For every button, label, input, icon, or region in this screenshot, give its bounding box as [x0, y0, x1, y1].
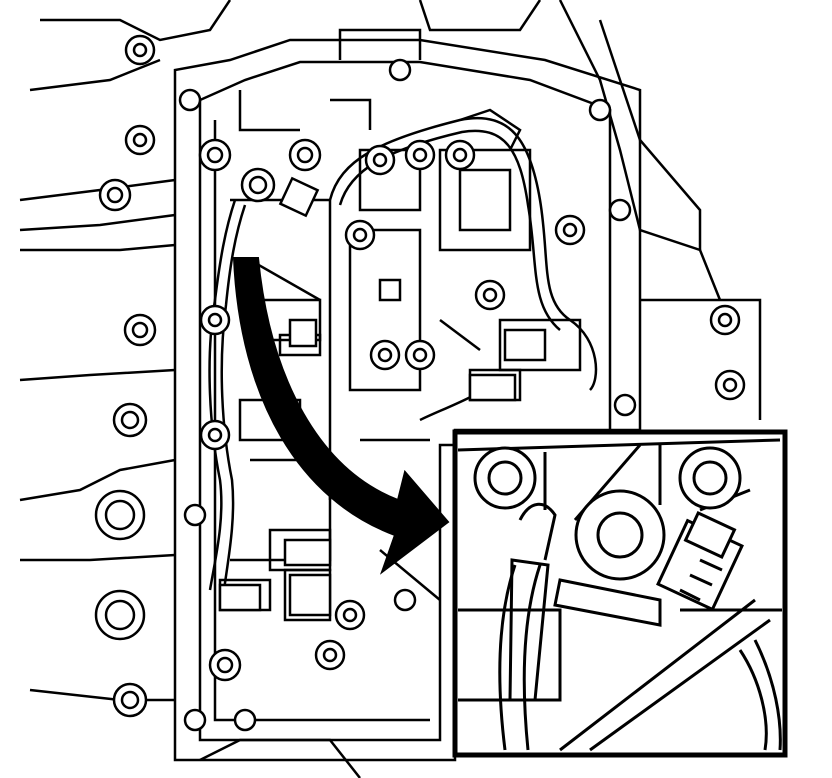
plate-connectors — [218, 176, 547, 617]
inset-connector — [553, 510, 744, 627]
bolts — [94, 34, 746, 732]
curved-arrow-icon — [232, 257, 450, 575]
inset-detail — [452, 429, 788, 758]
